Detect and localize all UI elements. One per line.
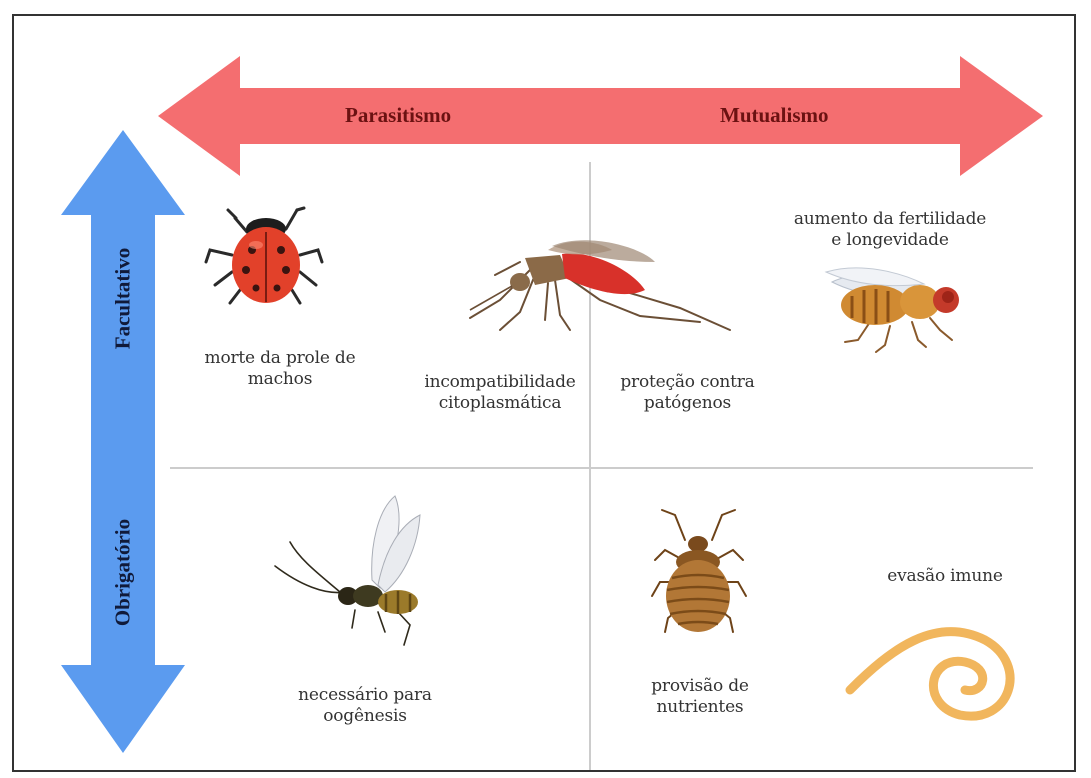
parasitism-label: Parasitismo	[345, 103, 451, 128]
nutrient-provision-label: provisão de nutrientes	[620, 676, 780, 718]
bedbug-icon	[652, 510, 746, 632]
facultative-label: Facultativo	[111, 209, 136, 389]
parasitism-mutualism-arrow	[158, 56, 1043, 176]
cytoplasmic-incompatibility-label: incompatibilidade citoplasmática	[410, 372, 590, 414]
mutualism-label: Mutualismo	[720, 103, 829, 128]
mosquito-icon	[470, 240, 730, 330]
nematode-worm-icon	[850, 632, 1010, 717]
fertility-longevity-label: aumento da fertilidade e longevidade	[780, 209, 1000, 251]
male-killing-label: morte da prole de machos	[190, 348, 370, 390]
wasp-icon	[275, 496, 420, 645]
immune-evasion-label: evasão imune	[875, 566, 1015, 587]
obligate-label: Obrigatório	[111, 483, 136, 663]
fruit-fly-icon	[826, 268, 959, 352]
pathogen-protection-label: proteção contra patógenos	[605, 372, 770, 414]
ladybug-icon	[206, 208, 322, 303]
oogenesis-label: necessário para oogênesis	[280, 685, 450, 727]
